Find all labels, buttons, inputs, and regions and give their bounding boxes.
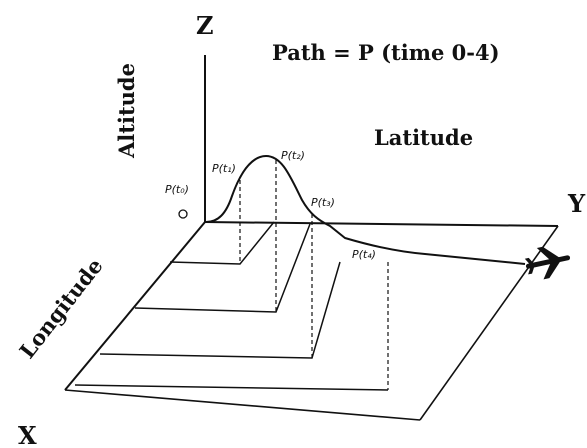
point-labels: P(t₀) P(t₁) P(t₂) P(t₃) P(t₄) xyxy=(165,149,376,261)
axis-z-label: Z xyxy=(196,11,214,40)
point-label-t3: P(t₃) xyxy=(311,196,335,209)
axis-x-label: X xyxy=(18,421,37,448)
point-label-t1: P(t₁) xyxy=(212,162,236,175)
grid-bottom-edge xyxy=(64,389,421,421)
grid-far-edge xyxy=(419,225,559,421)
y-axis xyxy=(204,221,559,227)
longitude-label: Longitude xyxy=(14,253,107,363)
axis-y-label: Y xyxy=(567,189,586,218)
x-axis xyxy=(64,221,206,391)
axes xyxy=(64,55,559,391)
flight-path xyxy=(205,154,526,265)
latitude-label: Latitude xyxy=(374,125,473,150)
point-label-t0: P(t₀) xyxy=(165,183,189,196)
grid-step-4 xyxy=(74,384,389,391)
airplane-icon xyxy=(524,246,571,280)
start-circle-icon xyxy=(178,209,188,219)
altitude-label: Altitude xyxy=(114,63,139,159)
ground-grid xyxy=(64,221,559,421)
diagram-title: Path = P (time 0-4) xyxy=(272,40,500,65)
grid-step-1 xyxy=(169,221,275,265)
grid-step-2 xyxy=(134,223,311,313)
projection-lines xyxy=(239,160,389,390)
point-label-t4: P(t₄) xyxy=(352,248,376,261)
point-label-t2: P(t₂) xyxy=(281,149,305,162)
